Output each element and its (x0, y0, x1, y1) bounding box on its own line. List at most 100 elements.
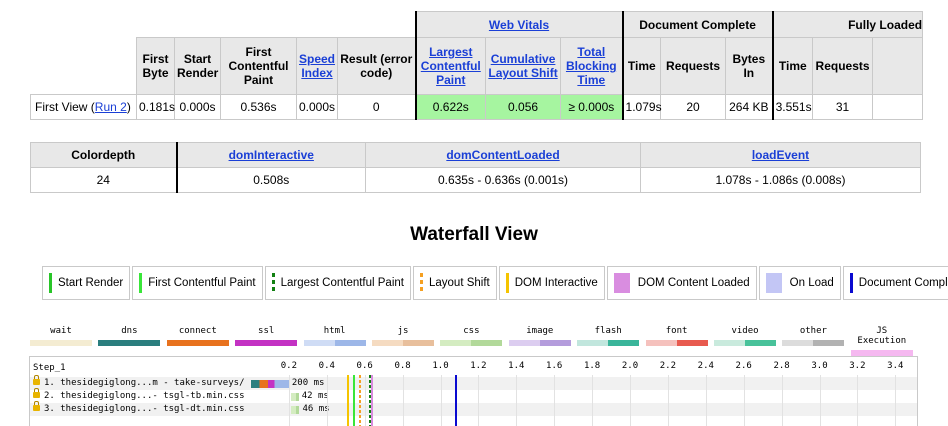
col-cls: Cumulative Layout Shift (485, 37, 562, 95)
col-dom-content-loaded: domContentLoaded (365, 142, 641, 168)
resource-type-label: connect (178, 326, 217, 336)
waterfall-gridline (402, 375, 404, 426)
waterfall-row[interactable]: 1. thesidegiglong...m - take-surveys/200… (30, 375, 917, 390)
legend-swatch (49, 273, 52, 293)
cls-link[interactable]: Cumulative Layout Shift (488, 52, 558, 80)
legend-swatch (139, 273, 143, 293)
dc-time-value: 1.079s (621, 94, 662, 120)
load-event-value: 1.078s - 1.086s (0.008s) (640, 167, 921, 193)
marker-dom-content-loaded (371, 375, 374, 426)
waterfall-title: Waterfall View (410, 224, 538, 245)
legend-item-layout-shift: Layout Shift (412, 266, 497, 300)
legend-label: Layout Shift (428, 277, 490, 289)
tbt-link[interactable]: Total Blocking Time (565, 45, 617, 87)
legend-label: Largest Contentful Paint (280, 277, 404, 289)
col-start-render: Start Render (174, 37, 221, 95)
legend-swatch (849, 273, 853, 293)
waterfall-row-bar (290, 406, 300, 414)
waterfall-tick-label: 2.8 (773, 361, 790, 371)
marker-dom-interactive (347, 375, 350, 426)
waterfall-gridline (592, 375, 594, 426)
resource-type-label: JS Execution (857, 326, 907, 346)
resource-type-other: other (782, 326, 845, 346)
resource-type-swatch (303, 340, 366, 346)
waterfall-row-label: 1. thesidegiglong...m - take-surveys/ (44, 378, 245, 388)
waterfall-tick-label: 0.6 (356, 361, 373, 371)
resource-type-label: html (323, 326, 346, 336)
web-vitals-link[interactable]: Web Vitals (488, 17, 550, 32)
dc-requests-value: 20 (660, 94, 727, 120)
waterfall-tick-label: 2.4 (697, 361, 714, 371)
col-dom-interactive: domInteractive (175, 142, 366, 168)
legend-swatch (271, 273, 275, 293)
legend-item-largest-contentful-paint: Largest Contentful Paint (264, 266, 411, 300)
waterfall-row-name: 2. thesidegiglong...- tsgl-tb.min.css (33, 388, 245, 401)
resource-type-js: js (372, 326, 434, 346)
waterfall-gridline (440, 375, 442, 426)
blank-corner (31, 38, 137, 95)
resource-type-swatch (440, 340, 503, 346)
col-colordepth: Colordepth (30, 142, 177, 168)
waterfall-row-time: 46 ms (302, 404, 330, 414)
waterfall-tick-label: 1.2 (470, 361, 487, 371)
speed-index-link[interactable]: Speed Index (299, 52, 336, 80)
colordepth-value: 24 (30, 167, 177, 193)
waterfall-row-time: 200 ms (291, 378, 325, 388)
resource-type-swatch (714, 340, 776, 346)
waterfall-gridline (857, 375, 859, 426)
legend-item-document-complete: Document Complete (842, 266, 948, 300)
dom-content-loaded-value: 0.635s - 0.636s (0.001s) (365, 167, 641, 193)
legend-label: First Contentful Paint (148, 277, 256, 289)
events-table: Colordepth domInteractive domContentLoad… (30, 142, 921, 193)
waterfall-row-label: 2. thesidegiglong...- tsgl-tb.min.css (44, 391, 245, 401)
tbt-value: ≥ 0.000s (560, 94, 624, 120)
waterfall-gridline (895, 375, 897, 426)
resource-type-font: font (645, 326, 708, 346)
waterfall-row-bar (251, 380, 289, 388)
resource-type-label: js (397, 326, 409, 336)
resource-type-swatch (645, 340, 708, 346)
resource-type-swatch (782, 340, 845, 346)
waterfall-gridline (819, 375, 821, 426)
waterfall-tick-label: 3.0 (811, 361, 828, 371)
waterfall-row[interactable]: 3. thesidegiglong...- tsgl-dt.min.css 46 … (30, 401, 917, 416)
dc-bytes-value: 264 KB (725, 94, 774, 120)
dom-interactive-value: 0.508s (175, 167, 366, 193)
resource-type-image: image (508, 326, 571, 346)
legend-item-on-load: On Load (758, 266, 841, 300)
load-event-link[interactable]: loadEvent (751, 148, 810, 162)
lock-icon (33, 375, 40, 385)
first-view-text: First View ( (35, 100, 95, 114)
legend-item-dom-interactive: DOM Interactive (498, 266, 605, 300)
dom-content-loaded-link[interactable]: domContentLoaded (446, 148, 560, 162)
col-fcp: First Contentful Paint (220, 37, 297, 95)
resource-type-video: video (714, 326, 776, 346)
run-2-link[interactable]: Run 2 (94, 100, 127, 114)
waterfall-row-label: 3. thesidegiglong...- tsgl-dt.min.css (44, 404, 245, 414)
resource-type-label: dns (121, 326, 138, 336)
resource-type-swatch (235, 340, 298, 346)
result-value: 0 (336, 94, 417, 120)
waterfall-gridline (554, 375, 556, 426)
waterfall-gridline (667, 375, 669, 426)
document-complete-group-header: Document Complete (621, 11, 774, 38)
waterfall-tick-label: 1.0 (432, 361, 449, 371)
waterfall-gridline (478, 375, 480, 426)
lcp-link[interactable]: Largest Contentful Paint (420, 45, 481, 87)
legend-swatch (765, 273, 782, 293)
fl-extra-value (872, 94, 924, 120)
waterfall-tick-label: 0.8 (394, 361, 411, 371)
col-speed-index: Speed Index (296, 37, 338, 95)
dom-interactive-link[interactable]: domInteractive (228, 148, 314, 162)
col-dc-time: Time (621, 37, 662, 95)
col-fl-extra (872, 37, 924, 95)
waterfall-gridline (781, 375, 783, 426)
waterfall-gridline (326, 375, 328, 426)
col-fl-time: Time (771, 37, 814, 95)
legend-item-first-contentful-paint: First Contentful Paint (132, 266, 263, 300)
resource-type-swatch (372, 340, 434, 346)
resource-type-label: image (526, 326, 554, 336)
legend-swatch (419, 273, 423, 293)
